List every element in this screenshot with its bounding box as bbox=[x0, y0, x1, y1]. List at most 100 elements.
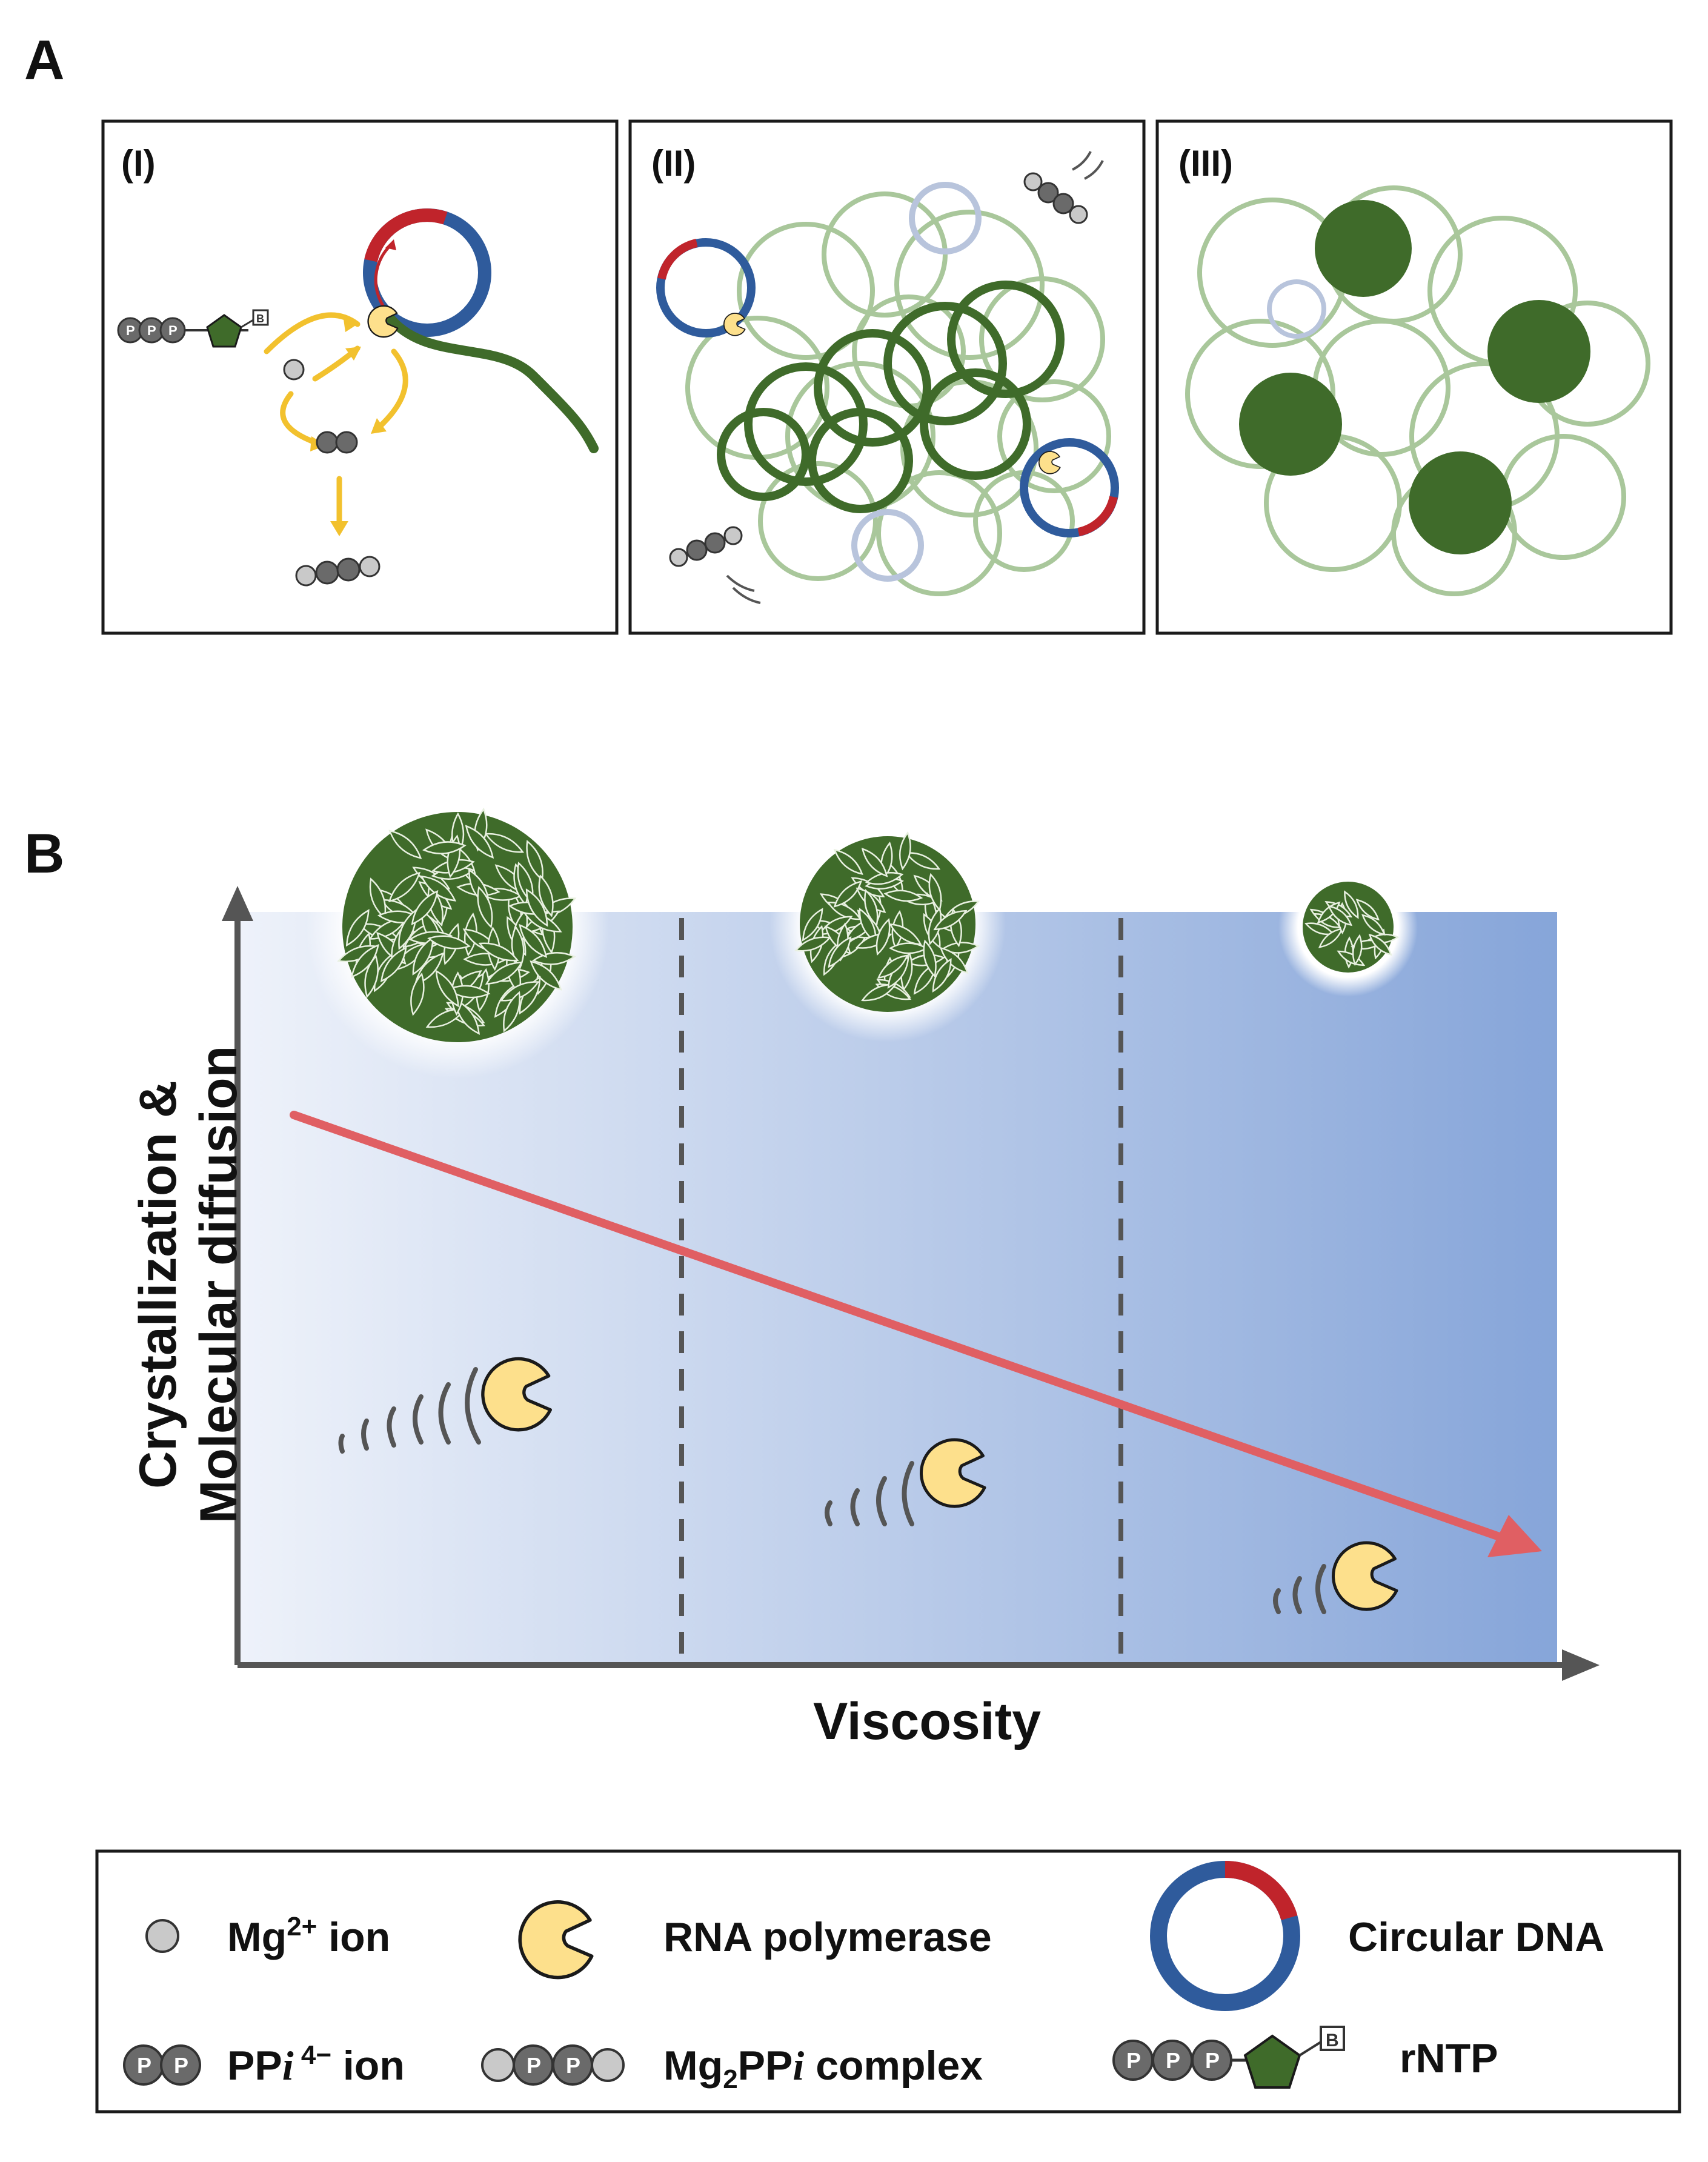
crystal-leaf bbox=[388, 830, 422, 859]
crystal-leaf bbox=[477, 886, 493, 929]
crystal-leaf bbox=[933, 910, 968, 931]
crystal-leaf bbox=[865, 872, 904, 885]
crystal-leaf bbox=[1328, 905, 1352, 926]
crystal-leaf bbox=[388, 871, 421, 903]
panel-a-box-2: (II) bbox=[628, 119, 1146, 635]
crystal-icon bbox=[1239, 200, 1590, 554]
trend-arrow bbox=[290, 1111, 1519, 1546]
crystal-leaf bbox=[864, 889, 879, 927]
reaction-arrowheads bbox=[310, 315, 387, 536]
ppi-icon bbox=[316, 431, 358, 454]
legend-rna-polymerase: RNA polymerase bbox=[663, 1914, 992, 1960]
crystal-leaf bbox=[485, 961, 523, 985]
circular-dna-icon bbox=[656, 182, 1119, 582]
crystal-large bbox=[306, 776, 609, 1079]
panel-a-label-2: (II) bbox=[651, 143, 696, 184]
crystal-leaf bbox=[923, 939, 937, 978]
legend-circular-dna: Circular DNA bbox=[1348, 1914, 1604, 1960]
crystal-leaf bbox=[802, 908, 823, 942]
panel-a-label-3: (III) bbox=[1178, 143, 1233, 184]
crystal-leaf bbox=[905, 852, 941, 870]
crystal-leaf bbox=[380, 946, 407, 983]
crystal-leaf bbox=[1368, 933, 1392, 956]
p-label: P bbox=[527, 2053, 541, 2078]
p-label: P bbox=[1166, 2048, 1180, 2073]
crystal-leaf bbox=[446, 985, 491, 999]
crystal-leaf bbox=[519, 923, 548, 959]
crystal-leaf bbox=[435, 970, 459, 1008]
x-axis-label: Viscosity bbox=[813, 1692, 1041, 1751]
crystal-leaf bbox=[412, 936, 434, 976]
crystal-leaf bbox=[398, 909, 417, 950]
crystal-leaf bbox=[422, 841, 467, 854]
rntp-icon: P P P B bbox=[1112, 2026, 1345, 2089]
crystal-leaf bbox=[484, 833, 525, 853]
crystal-leaf bbox=[794, 936, 832, 952]
crystal-leaf bbox=[1318, 928, 1344, 948]
crystal-leaf bbox=[1355, 899, 1380, 921]
x-axis-arrowhead bbox=[1562, 1649, 1600, 1681]
mg2ppi-complex-icon bbox=[669, 172, 1088, 567]
p-label: P bbox=[137, 2053, 151, 2078]
p-label: P bbox=[174, 2053, 188, 2078]
y-axis-label-line1: Crystallization & bbox=[129, 1080, 187, 1489]
panel-a-letter: A bbox=[24, 29, 64, 91]
crystal-leaf bbox=[861, 983, 897, 1002]
crystal-leaf bbox=[525, 888, 548, 927]
crystal-leaf bbox=[899, 831, 911, 871]
motion-lines bbox=[1273, 1564, 1326, 1614]
panel-a-box-1: (I) P P P B bbox=[101, 119, 619, 635]
rntp-icon: P P P B bbox=[117, 309, 269, 348]
circular-dna-icon bbox=[1267, 279, 1326, 339]
crystal-leaf bbox=[454, 998, 480, 1035]
crystal-leaf bbox=[939, 946, 969, 974]
legend-mg2ppi-complex: Mg2PPi complex bbox=[663, 2043, 983, 2094]
crystal-leaf bbox=[928, 906, 942, 945]
crystal-leaf bbox=[1361, 914, 1386, 936]
crystal-leaf bbox=[364, 954, 379, 999]
crystal-leaf bbox=[1352, 934, 1363, 966]
crystal-leaf bbox=[420, 875, 457, 902]
panel-a-label-1: (I) bbox=[121, 143, 156, 184]
crystal-small bbox=[1278, 857, 1418, 997]
crystal-leaf bbox=[1344, 890, 1359, 919]
p-label: P bbox=[1126, 2048, 1141, 2073]
crystal-leaf bbox=[503, 991, 520, 1033]
p-label: P bbox=[566, 2053, 580, 2078]
crystal-leaf bbox=[928, 873, 942, 912]
crystal-leaf bbox=[889, 923, 922, 945]
b-label: B bbox=[256, 313, 264, 325]
crystal-leaf bbox=[478, 942, 519, 962]
crystal-leaf bbox=[833, 848, 863, 876]
panel-b-letter: B bbox=[24, 823, 64, 885]
p-label: P bbox=[1205, 2048, 1220, 2073]
crystal-leaf bbox=[411, 890, 439, 925]
crystal-leaf bbox=[538, 874, 554, 917]
crystal-leaf bbox=[427, 935, 471, 950]
legend-mg-ion: Mg2+ ion bbox=[227, 1912, 390, 1960]
rna-strand bbox=[383, 310, 599, 453]
b-label: B bbox=[1326, 2031, 1339, 2051]
circular-dna-icon bbox=[1150, 1860, 1300, 2011]
crystal-leaf bbox=[883, 890, 923, 902]
crystal-leaf bbox=[530, 960, 562, 991]
crystal-leaf bbox=[876, 918, 891, 956]
crystal-leaf bbox=[465, 825, 494, 859]
p-label: P bbox=[126, 323, 135, 338]
mg2ppi-complex-icon bbox=[295, 556, 380, 587]
crystal-leaf bbox=[345, 909, 370, 947]
p-label: P bbox=[147, 323, 156, 338]
motion-lines bbox=[338, 1367, 481, 1454]
motion-lines bbox=[825, 1461, 914, 1526]
y-axis-label-line2: Molecular diffusion bbox=[190, 1046, 248, 1523]
mg2ppi-complex-icon: P P bbox=[481, 2044, 625, 2086]
motion-lines bbox=[726, 151, 1104, 604]
crystal-leaf bbox=[932, 958, 952, 993]
crystal-leaf bbox=[425, 1008, 466, 1028]
crystal-leaf bbox=[828, 936, 852, 968]
crystal-medium bbox=[769, 806, 1006, 1042]
crystal-leaf bbox=[877, 954, 909, 979]
trend-arrowhead bbox=[1487, 1515, 1542, 1557]
legend-box bbox=[95, 1849, 1681, 2114]
